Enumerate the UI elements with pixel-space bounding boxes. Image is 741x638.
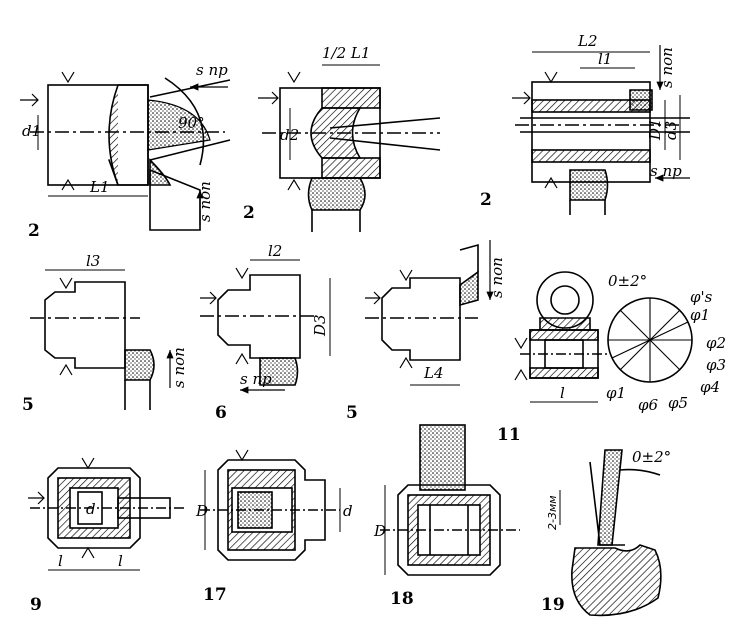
fig-g-phi6: φ6 bbox=[638, 396, 659, 414]
figure-i-number: 17 bbox=[203, 585, 227, 605]
fig-g-phi5: φ5 bbox=[668, 394, 688, 412]
figure-g bbox=[514, 271, 693, 403]
fig-k-tolerance: 0±2° bbox=[632, 448, 671, 466]
fig-a-angle: 90° bbox=[178, 114, 205, 132]
figure-b bbox=[258, 64, 441, 232]
fig-h-l-left: l bbox=[58, 552, 63, 570]
fig-c-s-pop: s поп bbox=[658, 47, 676, 88]
fig-i-d: d bbox=[343, 502, 353, 520]
fig-b-half-L1: 1/2 L1 bbox=[322, 44, 370, 62]
fig-a-s-pr: s пр bbox=[196, 61, 228, 79]
figure-c-number: 2 bbox=[480, 190, 492, 210]
figure-e-number: 6 bbox=[215, 403, 227, 423]
fig-c-s-pr: s пр bbox=[650, 162, 682, 180]
fig-a-L1: L1 bbox=[89, 178, 110, 196]
fig-g-phi1-lower: φ1 bbox=[606, 384, 626, 402]
fig-d-s-pop: s поп bbox=[170, 347, 188, 388]
figure-i bbox=[200, 449, 341, 561]
figure-k-number: 19 bbox=[541, 595, 565, 615]
figure-c bbox=[512, 45, 690, 215]
fig-j-D: D bbox=[373, 522, 386, 540]
figure-e bbox=[200, 259, 331, 394]
figure-g-number: 11 bbox=[497, 425, 521, 445]
fig-e-s-pr: s пр bbox=[240, 370, 272, 388]
fig-g-phi-s: φ's bbox=[690, 288, 713, 306]
figure-d bbox=[30, 269, 174, 410]
fig-c-l1: l1 bbox=[598, 50, 612, 68]
fig-k-mm: 2-3мм bbox=[546, 495, 559, 530]
figure-k bbox=[559, 449, 662, 617]
fig-d-l3: l3 bbox=[86, 252, 100, 270]
figure-j bbox=[380, 424, 520, 576]
fig-f-L4: L4 bbox=[423, 364, 444, 382]
fig-e-l2: l2 bbox=[268, 242, 282, 260]
fig-c-d3: d3 bbox=[662, 121, 680, 140]
figure-f-number: 5 bbox=[346, 403, 358, 423]
fig-g-phi3: φ3 bbox=[706, 356, 726, 374]
fig-g-l: l bbox=[560, 384, 565, 402]
fig-a-s-pop: s поп bbox=[196, 181, 214, 222]
fig-i-D: D bbox=[195, 502, 208, 520]
fig-a-d1: d1 bbox=[22, 122, 41, 140]
figure-a-number: 2 bbox=[28, 221, 40, 241]
fig-e-D3: D3 bbox=[311, 314, 329, 337]
fig-f-s-pop: s поп bbox=[488, 257, 506, 298]
fig-h-d: d bbox=[86, 500, 96, 518]
fig-g-phi4: φ4 bbox=[700, 378, 720, 396]
fig-h-l-right: l bbox=[118, 552, 123, 570]
figure-h bbox=[28, 457, 185, 571]
figure-h-number: 9 bbox=[30, 595, 42, 615]
fig-c-D1: D1 bbox=[646, 118, 664, 141]
figure-j-number: 18 bbox=[390, 589, 414, 609]
figure-f bbox=[365, 240, 494, 386]
fig-g-tolerance: 0±2° bbox=[608, 272, 647, 290]
fig-b-d2: d2 bbox=[280, 126, 299, 144]
figure-d-number: 5 bbox=[22, 395, 34, 415]
figure-a bbox=[20, 71, 231, 231]
figure-b-number: 2 bbox=[243, 203, 255, 223]
fig-g-phi1: φ1 bbox=[690, 306, 710, 324]
fig-c-L2: L2 bbox=[577, 32, 598, 50]
fig-g-phi2: φ2 bbox=[706, 334, 726, 352]
